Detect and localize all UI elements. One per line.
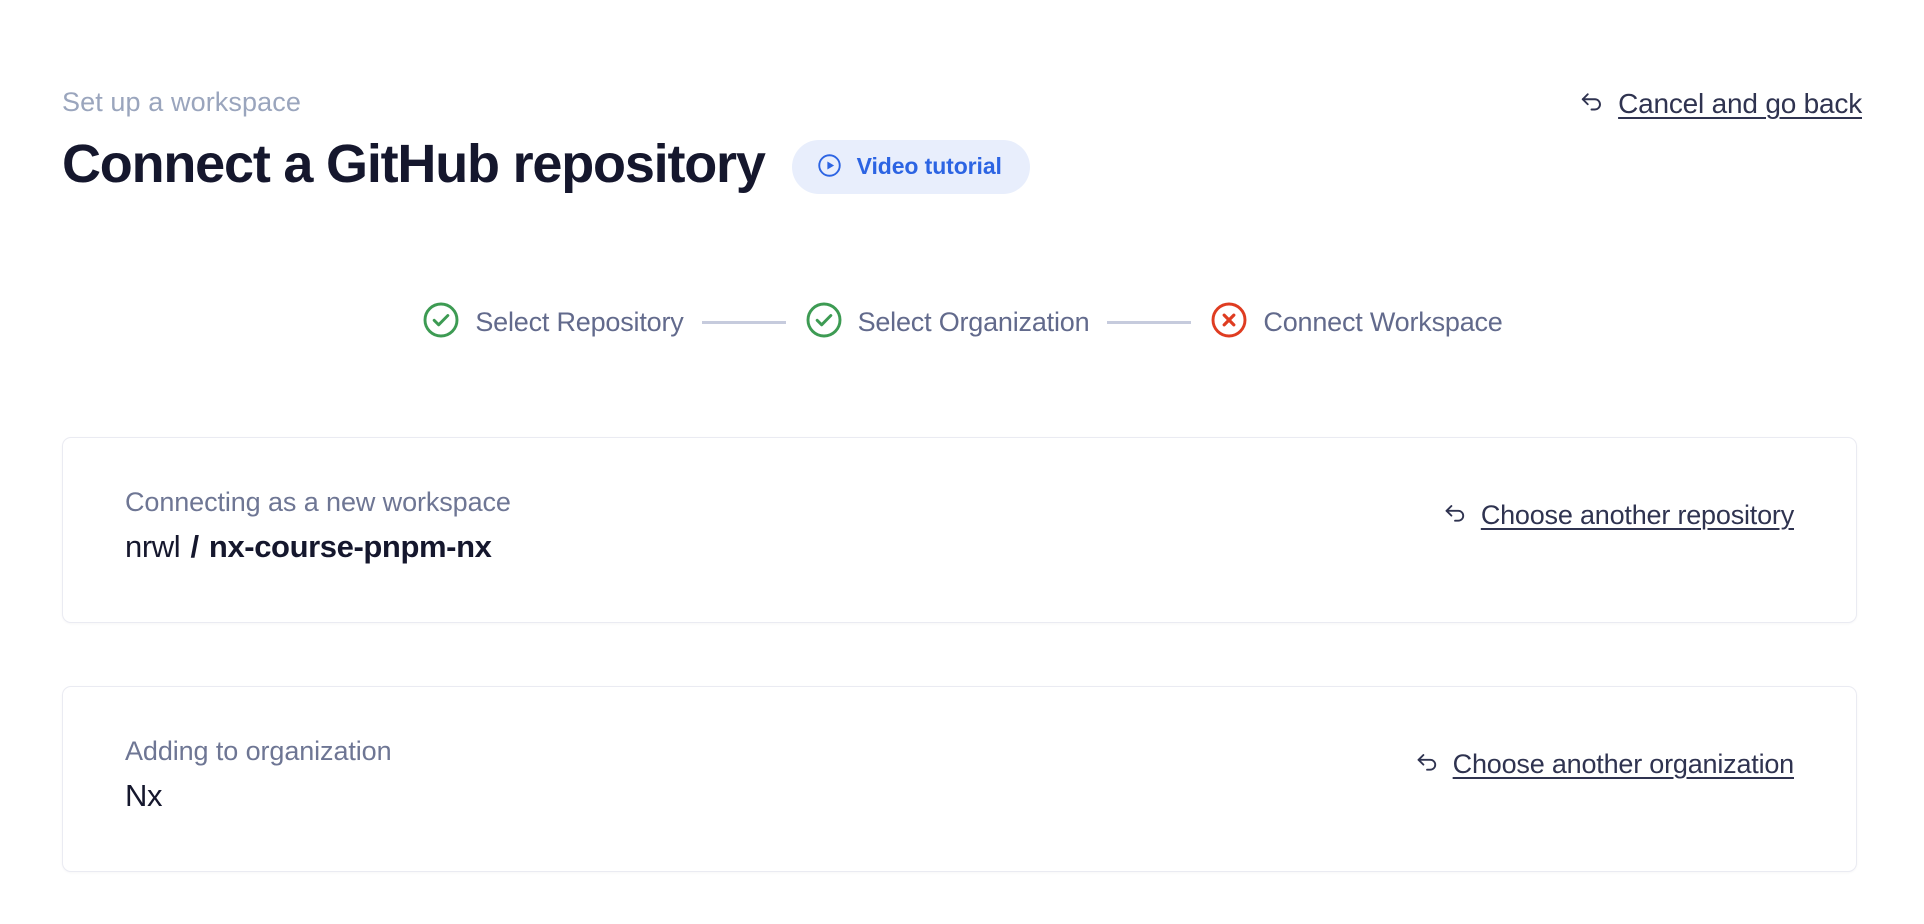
cancel-and-go-back-label: Cancel and go back <box>1618 87 1862 119</box>
choose-another-organization-link[interactable]: Choose another organization <box>1413 747 1794 781</box>
page-title: Connect a GitHub repository <box>62 134 766 195</box>
stepper-label-select-repository: Select Repository <box>475 307 684 337</box>
choose-another-repository-link[interactable]: Choose another repository <box>1441 498 1794 532</box>
stepper-label-select-organization: Select Organization <box>857 307 1090 337</box>
stepper-label-connect-workspace: Connect Workspace <box>1263 307 1503 337</box>
back-arrow-icon <box>1577 86 1607 121</box>
repository-card: Connecting as a new workspace nrwl / nx-… <box>62 437 1857 623</box>
progress-stepper: Select Repository Select Organization Co… <box>0 300 1924 345</box>
title-row: Connect a GitHub repository Video tutori… <box>62 134 1862 195</box>
repository-card-value: nrwl / nx-course-pnpm-nx <box>125 528 511 565</box>
check-circle-icon <box>421 300 461 345</box>
organization-card-caption: Adding to organization <box>125 736 392 766</box>
page-header: Set up a workspace Connect a GitHub repo… <box>62 86 1862 194</box>
organization-name: Nx <box>125 778 163 814</box>
cancel-and-go-back-link[interactable]: Cancel and go back <box>1577 86 1862 121</box>
video-tutorial-button[interactable]: Video tutorial <box>791 139 1030 194</box>
repository-card-text: Connecting as a new workspace nrwl / nx-… <box>125 486 511 566</box>
stepper-connector-1 <box>701 321 786 324</box>
x-circle-icon <box>1209 300 1249 345</box>
stepper-step-select-organization[interactable]: Select Organization <box>804 300 1090 345</box>
repository-separator: / <box>190 529 199 565</box>
organization-card-text: Adding to organization Nx <box>125 735 392 815</box>
repository-owner: nrwl <box>125 529 181 565</box>
choose-another-repository-label: Choose another repository <box>1480 499 1794 530</box>
check-circle-icon <box>804 300 844 345</box>
organization-card-value: Nx <box>125 777 392 814</box>
stepper-step-select-repository[interactable]: Select Repository <box>421 300 684 345</box>
stepper-step-connect-workspace[interactable]: Connect Workspace <box>1209 300 1503 345</box>
back-arrow-icon <box>1441 498 1470 532</box>
repository-name: nx-course-pnpm-nx <box>208 529 492 565</box>
repository-card-inner: Connecting as a new workspace nrwl / nx-… <box>63 438 1856 622</box>
choose-another-organization-label: Choose another organization <box>1452 748 1795 779</box>
play-circle-icon <box>816 152 843 182</box>
breadcrumb: Set up a workspace <box>62 87 301 117</box>
back-arrow-icon <box>1413 747 1442 781</box>
organization-card: Adding to organization Nx Choose another… <box>62 686 1857 872</box>
video-tutorial-label: Video tutorial <box>856 153 1002 180</box>
stepper-connector-2 <box>1107 321 1192 324</box>
organization-card-inner: Adding to organization Nx Choose another… <box>63 687 1856 871</box>
repository-card-caption: Connecting as a new workspace <box>125 487 511 517</box>
